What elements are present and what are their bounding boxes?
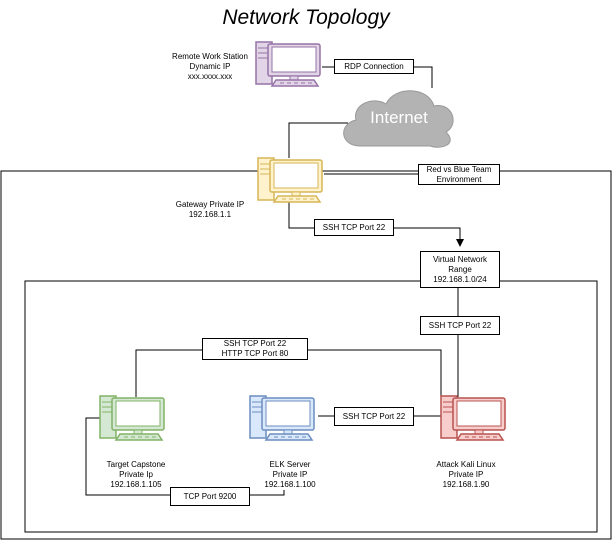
box-text: Range <box>448 264 472 274</box>
ssh-http-box: SSH TCP Port 22 HTTP TCP Port 80 <box>202 338 308 360</box>
target-capstone-label: Target Capstone Private Ip 192.168.1.105 <box>86 460 186 490</box>
box-text: SSH TCP Port 22 <box>342 411 406 421</box>
box-text: SSH TCP Port 22 <box>223 339 287 348</box>
kali-label-line: Private IP <box>448 470 484 479</box>
gateway-label-line: Gateway Private IP <box>175 200 245 209</box>
internet-label: Internet <box>370 108 428 127</box>
gateway-label-line: 192.168.1.1 <box>188 210 232 219</box>
internet-cloud-icon <box>343 90 454 148</box>
environment-label-box: Red vs Blue Team Environment <box>418 164 500 185</box>
box-text: Virtual Network <box>432 254 488 264</box>
screen <box>115 400 161 427</box>
kali-label-line: Attack Kali Linux <box>436 460 496 469</box>
target-label-line: 192.168.1.105 <box>110 480 162 489</box>
ssh-vnet-kali-box: SSH TCP Port 22 <box>420 316 500 335</box>
kali-linux-label: Attack Kali Linux Private IP 192.168.1.9… <box>416 460 516 490</box>
box-text: HTTP TCP Port 80 <box>221 349 289 358</box>
elk-server-computer-icon <box>249 395 315 441</box>
screen <box>265 400 311 427</box>
remote-label-line: Dynamic IP <box>189 62 231 71</box>
remote-workstation-computer-icon <box>255 41 321 87</box>
remote-label-line: Remote Work Station <box>172 52 248 61</box>
target-label-line: Private Ip <box>119 470 153 479</box>
box-text: 192.168.1.0/24 <box>433 274 487 284</box>
gateway-label: Gateway Private IP 192.168.1.1 <box>160 200 260 220</box>
box-text: SSH TCP Port 22 <box>322 222 386 232</box>
ssh-gateway-box: SSH TCP Port 22 <box>314 219 394 236</box>
kali-linux-computer-icon <box>440 395 506 441</box>
box-text: Red vs Blue Team <box>426 164 492 174</box>
screen <box>456 400 502 427</box>
virtual-network-frame <box>24 280 598 533</box>
diagram-title: Network Topology <box>222 6 390 29</box>
screen <box>271 46 317 73</box>
virtual-network-box: Virtual Network Range 192.168.1.0/24 <box>420 251 500 288</box>
elk-server-label: ELK Server Private IP 192.168.1.100 <box>240 460 340 490</box>
elk-label-line: Private IP <box>272 470 308 479</box>
elk-label-line: ELK Server <box>269 460 311 469</box>
target-capstone-computer-icon <box>99 395 165 441</box>
screen <box>273 162 319 189</box>
internet-gateway-link <box>288 122 348 158</box>
remote-workstation-label: Remote Work Station Dynamic IP xxx.xxxx.… <box>160 52 260 82</box>
target-label-line: Target Capstone <box>106 460 166 469</box>
box-text: TCP Port 9200 <box>183 491 237 501</box>
elk-label-line: 192.168.1.100 <box>264 480 316 489</box>
kali-label-line: 192.168.1.90 <box>442 480 490 489</box>
gateway-computer-icon <box>257 157 323 203</box>
box-text: SSH TCP Port 22 <box>428 320 492 330</box>
remote-internet-link <box>322 66 433 88</box>
rdp-connection-box: RDP Connection <box>334 59 414 74</box>
target-kali-link <box>135 349 442 397</box>
box-text: RDP Connection <box>344 61 404 71</box>
remote-label-line: xxx.xxxx.xxx <box>187 72 233 81</box>
ssh-elk-kali-box: SSH TCP Port 22 <box>334 407 414 426</box>
target-elk-link <box>85 417 285 496</box>
tcp-9200-box: TCP Port 9200 <box>170 487 250 506</box>
box-text: Environment <box>436 174 482 184</box>
